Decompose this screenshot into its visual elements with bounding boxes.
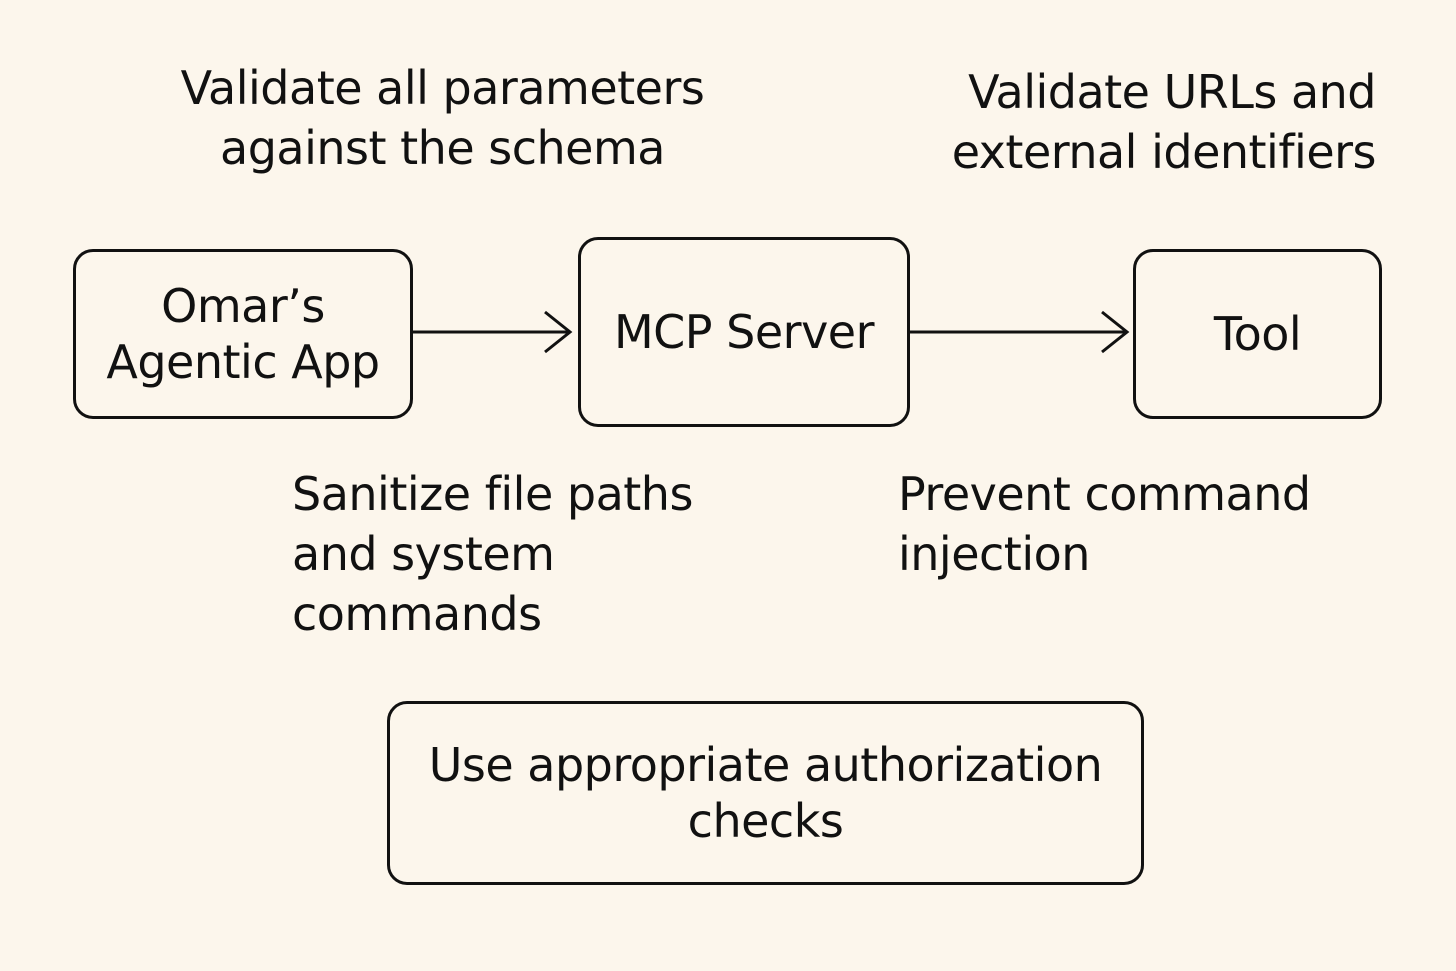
note-sanitize-paths-line-3: commands	[292, 587, 542, 641]
note-sanitize-paths: Sanitize file paths and system commands	[292, 464, 693, 644]
node-tool-label: Tool	[1213, 307, 1302, 361]
arrow-server-to-tool-head	[1101, 310, 1130, 354]
node-authorization-checks: Use appropriate authorization checks	[387, 701, 1144, 885]
note-validate-urls-line-1: Validate URLs and	[968, 65, 1376, 119]
note-validate-parameters-line-2: against the schema	[220, 121, 665, 175]
note-validate-parameters-line-1: Validate all parameters	[180, 61, 705, 115]
note-validate-urls-line-2: external identifiers	[951, 125, 1377, 179]
note-prevent-injection: Prevent command injection	[898, 464, 1311, 584]
arrow-app-to-server	[412, 310, 573, 354]
node-authorization-checks-line-2: checks	[687, 794, 844, 848]
note-prevent-injection-line-1: Prevent command	[898, 467, 1311, 521]
node-mcp-server-label: MCP Server	[613, 305, 875, 359]
node-authorization-checks-line-1: Use appropriate authorization	[428, 738, 1103, 792]
note-validate-urls: Validate URLs and external identifiers	[930, 62, 1377, 182]
arrow-server-to-tool	[908, 310, 1130, 354]
node-agentic-app: Omar’s Agentic App	[73, 249, 413, 419]
note-validate-parameters: Validate all parameters against the sche…	[170, 58, 715, 178]
arrow-app-to-server-head	[544, 310, 573, 354]
node-agentic-app-line-1: Omar’s	[161, 279, 325, 333]
node-tool: Tool	[1133, 249, 1382, 419]
note-sanitize-paths-line-1: Sanitize file paths	[292, 467, 693, 521]
node-mcp-server: MCP Server	[578, 237, 910, 427]
note-prevent-injection-line-2: injection	[898, 527, 1090, 581]
note-sanitize-paths-line-2: and system	[292, 527, 555, 581]
node-agentic-app-line-2: Agentic App	[106, 335, 380, 389]
